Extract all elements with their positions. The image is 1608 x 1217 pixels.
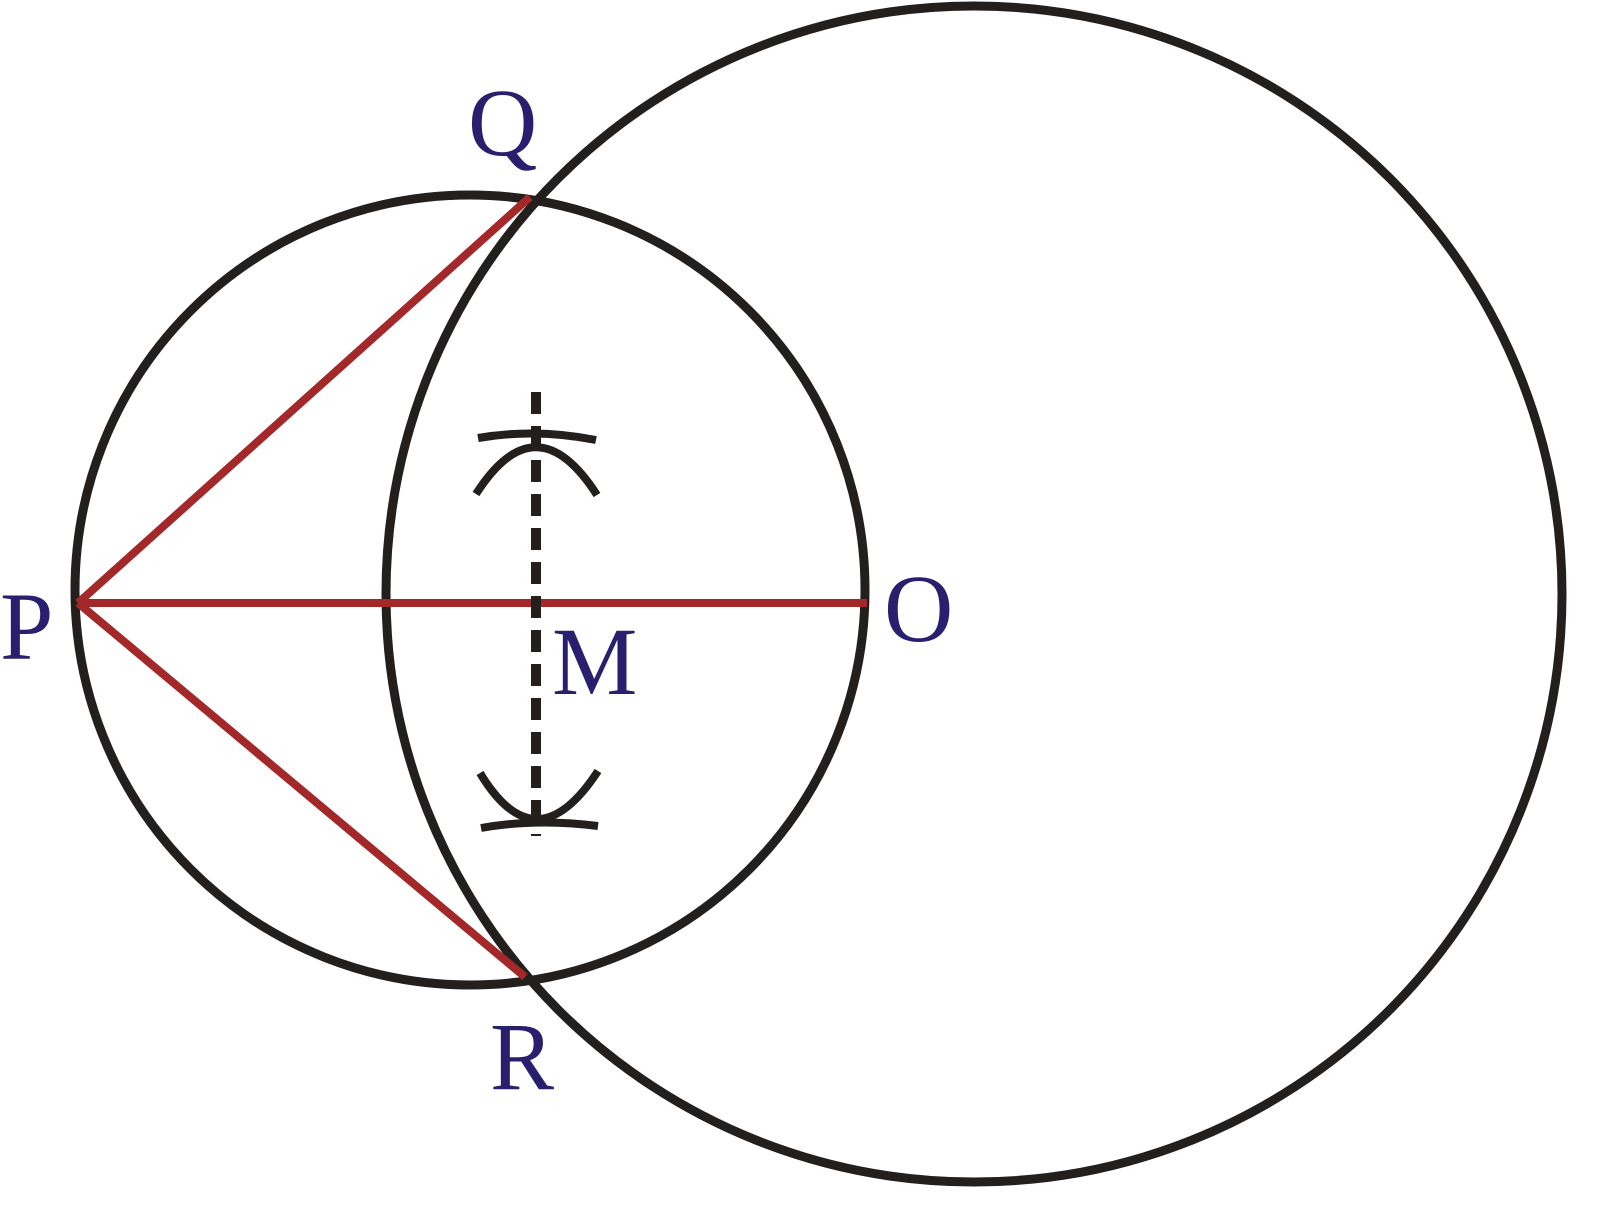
label-m: M <box>552 608 637 715</box>
label-q: Q <box>468 69 537 176</box>
construction-arc-lower-2 <box>480 818 599 832</box>
segment-pr <box>75 599 528 981</box>
segment-pq <box>75 194 533 606</box>
small-circle <box>70 190 870 990</box>
label-r: R <box>490 1003 554 1110</box>
construction-arc-upper-1 <box>477 429 597 444</box>
large-circle <box>381 1 1567 1187</box>
construction-arc-upper-2 <box>472 443 601 498</box>
label-o: O <box>884 555 953 662</box>
label-p: P <box>0 573 53 680</box>
